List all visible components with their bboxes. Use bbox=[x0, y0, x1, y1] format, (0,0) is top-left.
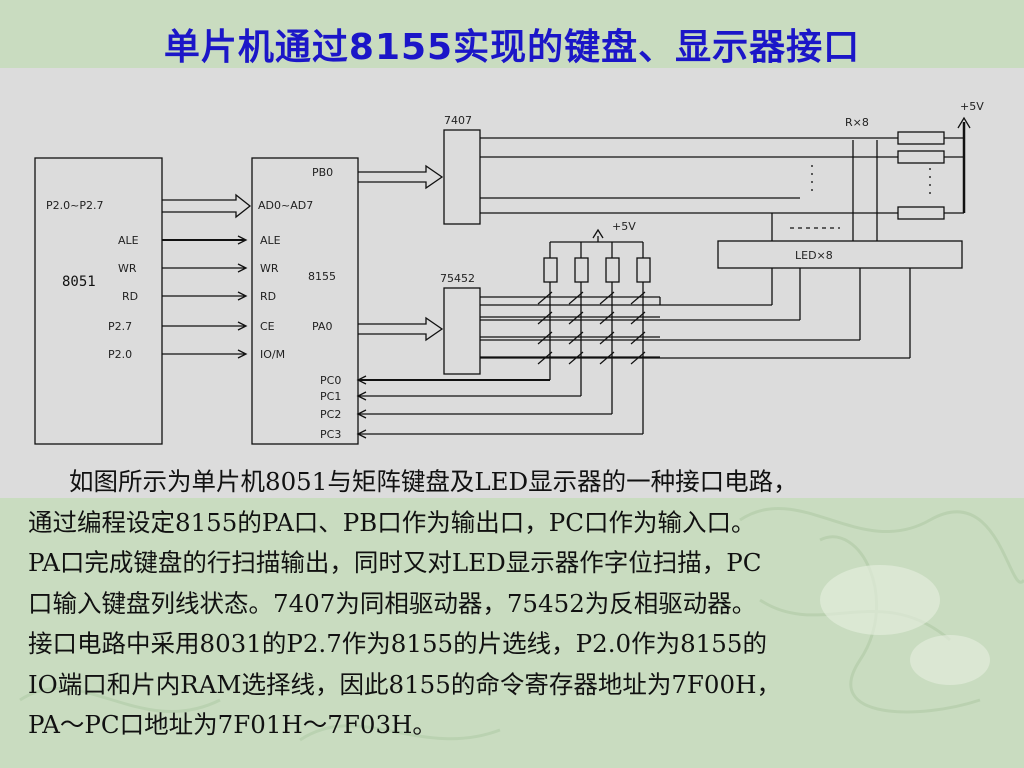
body-line-6: IO端口和片内RAM选择线，因此8155的命令寄存器地址为7F00H， bbox=[28, 669, 781, 699]
body-line-1: 如图所示为单片机8051与矩阵键盘及LED显示器的一种接口电路， bbox=[69, 467, 798, 496]
led-box-label: LED×8 bbox=[795, 249, 833, 262]
body-line-7: PA～PC口地址为7F01H～7F03H。 bbox=[28, 710, 437, 739]
body-line-5: 接口电路中采用8031的P2.7作为8155的片选线，P2.0作为8155的 bbox=[28, 629, 767, 658]
chip-pin-pa0: PA0 bbox=[312, 320, 332, 333]
driver-75452-label: 75452 bbox=[440, 272, 475, 285]
chip-pin-rd: RD bbox=[260, 290, 276, 303]
mcu-pin-ale: ALE bbox=[118, 234, 139, 247]
body-line-4: 口输入键盘列线状态。7407为同相驱动器，75452为反相驱动器。 bbox=[28, 588, 757, 618]
body-paragraph: 如图所示为单片机8051与矩阵键盘及LED显示器的一种接口电路， 通过编程设定8… bbox=[28, 462, 1018, 746]
chip-label: 8155 bbox=[308, 270, 336, 283]
mcu-pin-p2: P2.0~P2.7 bbox=[46, 199, 103, 212]
vcc-key-label: +5V bbox=[612, 220, 636, 233]
driver-75452-block bbox=[443, 287, 481, 375]
mcu-block bbox=[34, 157, 163, 445]
chip-8155-block bbox=[251, 157, 359, 445]
chip-pin-ale: ALE bbox=[260, 234, 281, 247]
pb-bus-arrow bbox=[358, 164, 444, 190]
mcu-pin-wr: WR bbox=[118, 262, 137, 275]
slide-title: 单片机通过8155实现的键盘、显示器接口 bbox=[163, 27, 861, 68]
pa-bus-arrow bbox=[358, 316, 444, 342]
driver-7407-block bbox=[443, 129, 481, 225]
driver-7407-label: 7407 bbox=[444, 114, 472, 127]
mcu-pin-rd: RD bbox=[122, 290, 138, 303]
chip-pin-wr: WR bbox=[260, 262, 279, 275]
chip-pin-pc3: PC3 bbox=[320, 428, 341, 441]
led-display-box bbox=[717, 240, 963, 269]
circuit-diagram: 8051 P2.0~P2.7 ALE WR RD P2.7 P2.0 PB0 A… bbox=[0, 68, 1024, 498]
mcu-label: 8051 bbox=[62, 274, 96, 290]
data-bus-arrow bbox=[162, 193, 252, 219]
mcu-pin-p20: P2.0 bbox=[108, 348, 132, 361]
chip-pin-iom: IO/M bbox=[260, 348, 285, 361]
chip-pin-ad: AD0~AD7 bbox=[258, 199, 313, 212]
body-line-3: PA口完成键盘的行扫描输出，同时又对LED显示器作字位扫描，PC bbox=[28, 548, 762, 577]
mcu-pin-p27: P2.7 bbox=[108, 320, 132, 333]
chip-pin-pc2: PC2 bbox=[320, 408, 341, 421]
chip-pin-pc1: PC1 bbox=[320, 390, 341, 403]
body-line-2: 通过编程设定8155的PA口、PB口作为输出口，PC口作为输入口。 bbox=[28, 507, 756, 537]
chip-pin-pc0: PC0 bbox=[320, 374, 341, 387]
resistor-label: R×8 bbox=[845, 116, 869, 129]
chip-pin-ce: CE bbox=[260, 320, 275, 333]
vcc-top-label: +5V bbox=[960, 100, 984, 113]
chip-pin-pb0: PB0 bbox=[312, 166, 333, 179]
circuit-svg: 8051 P2.0~P2.7 ALE WR RD P2.7 P2.0 PB0 A… bbox=[34, 100, 984, 445]
